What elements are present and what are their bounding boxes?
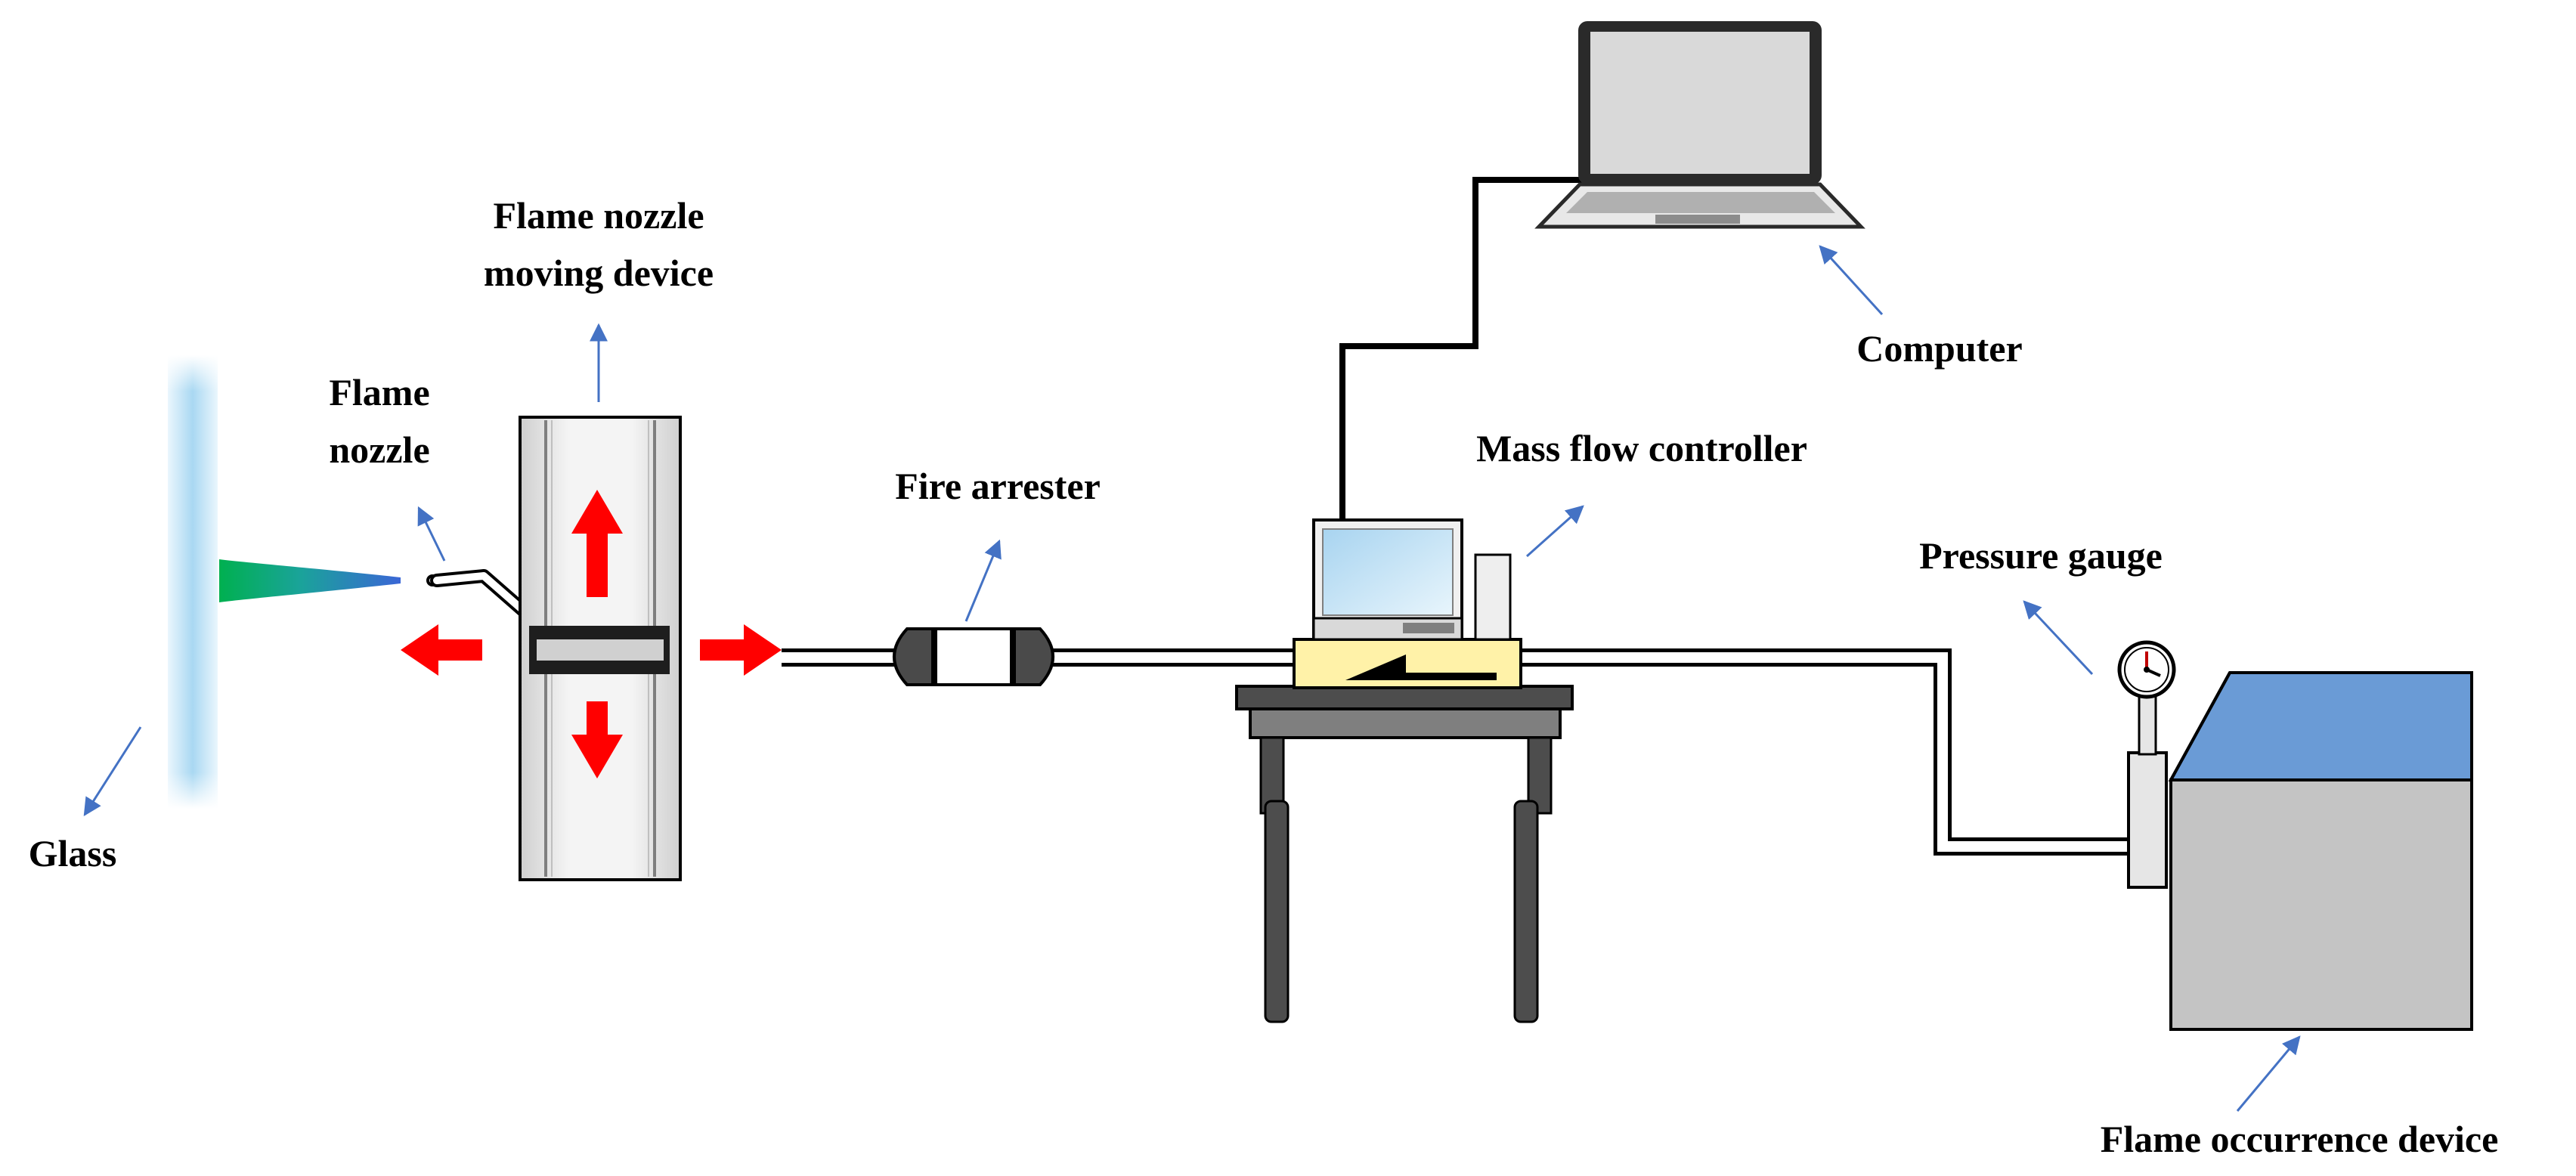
arrow-down-icon xyxy=(571,701,623,778)
label-flame-occurrence-device: Flame occurrence device xyxy=(2101,1118,2499,1160)
pointer-flame-nozzle xyxy=(417,506,446,562)
monitor-icon xyxy=(1312,518,1463,641)
label-nozzle-moving-device-line2: moving device xyxy=(484,252,714,294)
pointer-pressure-gauge xyxy=(2023,600,2094,676)
flame-occurrence-device xyxy=(2168,671,2473,1031)
label-glass: Glass xyxy=(29,832,117,874)
pointer-arrows xyxy=(83,245,2301,1112)
label-fire-arrester: Fire arrester xyxy=(895,465,1101,507)
table xyxy=(1235,685,1574,1023)
label-nozzle-moving-device-line1: Flame nozzle xyxy=(493,194,704,237)
flame-icon xyxy=(219,559,401,602)
label-pressure-gauge: Pressure gauge xyxy=(1919,534,2163,577)
nozzle-moving-device xyxy=(519,416,682,881)
pointer-flame-occurrence-device xyxy=(2236,1035,2301,1112)
arrow-right-icon xyxy=(700,624,782,676)
label-computer: Computer xyxy=(1856,327,2022,370)
label-flame-nozzle-line1: Flame xyxy=(329,371,429,413)
pointer-mass-flow-controller xyxy=(1526,505,1584,558)
arrow-left-icon xyxy=(401,624,482,676)
pointer-fire-arrester xyxy=(964,539,1002,622)
fire-arrester xyxy=(893,627,1054,686)
arrow-up-icon xyxy=(571,490,623,597)
label-flame-nozzle-line2: nozzle xyxy=(329,429,429,471)
label-mass-flow-controller: Mass flow controller xyxy=(1476,427,1807,469)
mass-flow-controller xyxy=(1293,518,1522,689)
data-cable xyxy=(1339,177,1586,520)
motion-arrows xyxy=(401,490,782,778)
labels: Flame nozzle moving device Flame nozzle … xyxy=(29,194,2499,1160)
pointer-glass xyxy=(83,726,142,817)
laptop-icon xyxy=(1534,21,1865,229)
glass-panel xyxy=(168,355,218,809)
pressure-gauge-icon xyxy=(2117,640,2176,889)
pointer-computer xyxy=(1819,245,1884,316)
